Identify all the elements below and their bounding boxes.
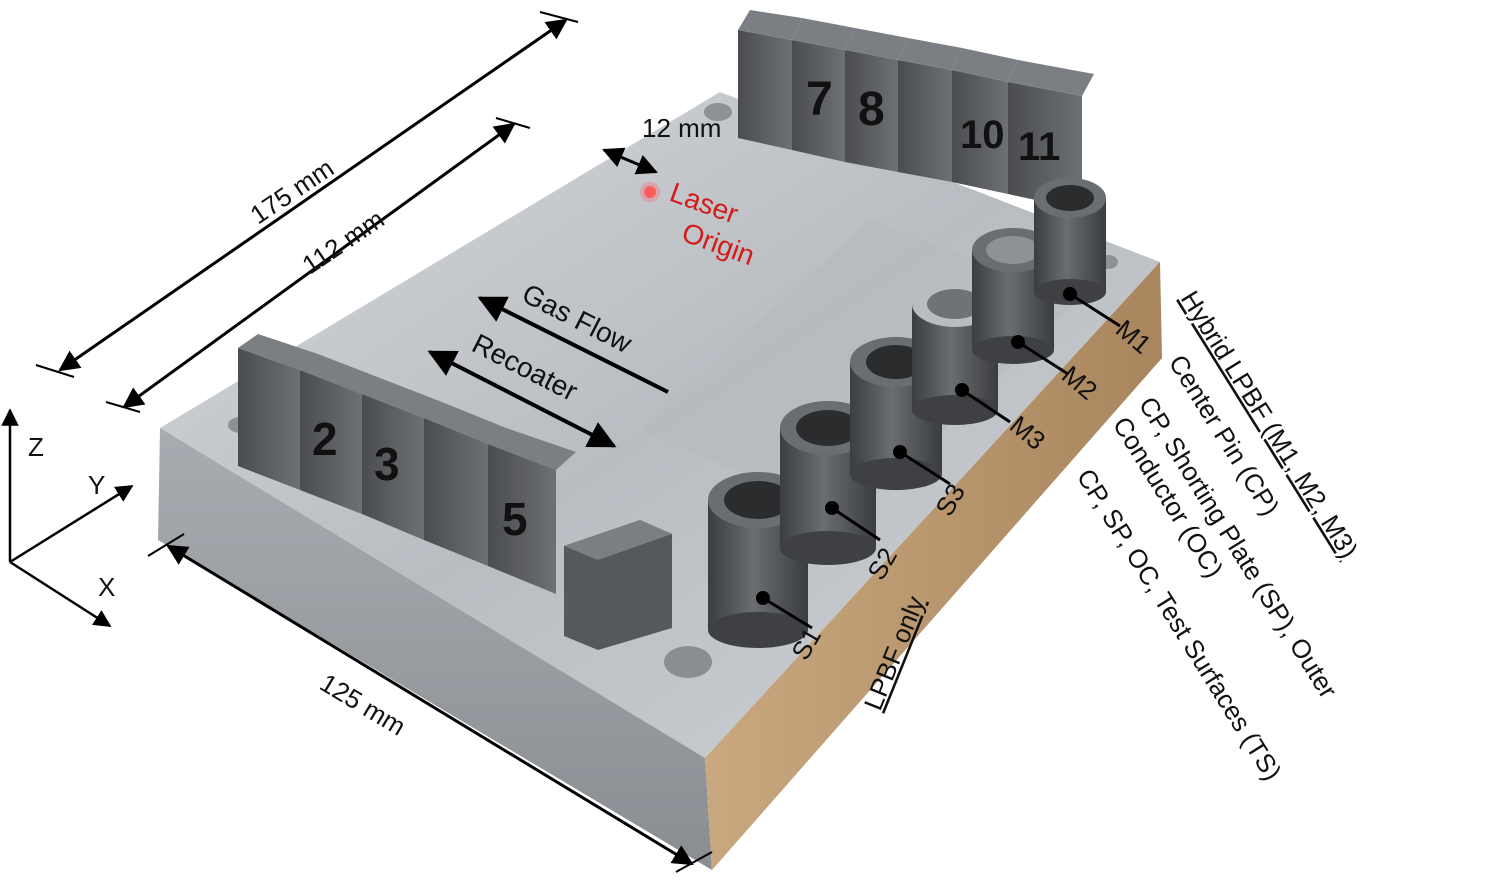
axis-z-label: Z [28,432,44,462]
leader-line-m3 [961,388,1011,424]
dimension-label-175: 175 mm [245,153,340,230]
coordinate-axes: Z Y X [1,408,134,628]
leader-line-s2 [831,506,881,542]
dimension-label-112: 112 mm [297,204,390,280]
block: 7 [792,18,855,162]
dimension-line-112 [122,122,516,409]
dimension-label-12: 12 mm [642,113,721,143]
gas-flow-arrow [477,296,669,394]
axis-x [9,560,112,628]
plate-side-face [705,262,1162,870]
block [738,10,802,150]
block-number-5: 5 [502,493,528,545]
block-number-7: 7 [806,73,833,126]
leader-line-s3 [899,450,951,486]
recoater-arrow [427,350,617,448]
axis-y-label: Y [88,470,105,500]
sample-cylinders [708,178,1106,648]
block [898,38,962,182]
laser-origin-dot [644,186,656,198]
dimension-line-12 [602,147,658,175]
block-number-10: 10 [960,113,1005,157]
block: 8 [845,28,908,172]
leader-line-s1 [762,596,813,630]
block-number-8: 8 [858,83,885,136]
leader-line-m2 [1017,340,1069,376]
top-block-row: 7 8 10 11 [738,10,1094,210]
dimension-line-125 [166,544,694,866]
leader-line-m1 [1069,292,1121,328]
cylinder-m1 [1034,178,1106,305]
block-number-11: 11 [1018,125,1060,169]
dimension-12: 12 mm [602,113,721,175]
axis-x-label: X [98,572,115,602]
mount-hole-bottom [664,646,712,678]
mount-hole-top [704,103,732,121]
block-number-2: 2 [312,413,338,465]
block: 10 [952,48,1018,194]
block-number-3: 3 [374,438,400,490]
axis-y [9,484,134,564]
sample-callouts [756,287,1121,630]
cylinder-m2 [972,228,1054,364]
block: 11 [1008,60,1094,210]
